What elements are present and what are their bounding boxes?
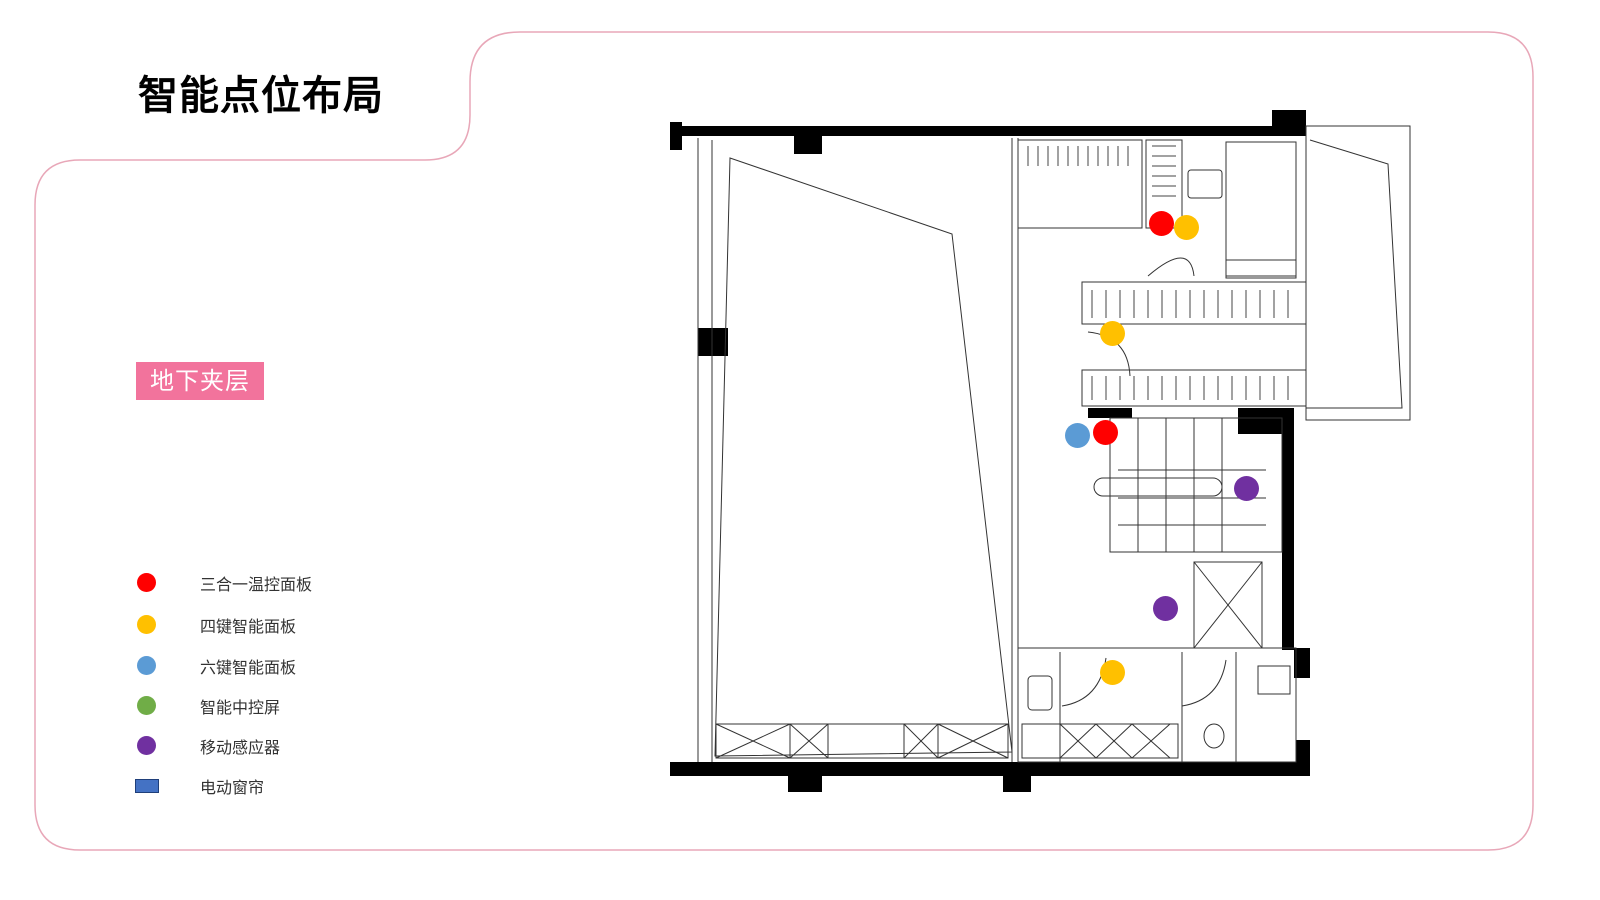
legend-label: 移动感应器: [200, 738, 281, 757]
legend-item: 四键智能面板: [134, 610, 394, 640]
floor-label-badge: 地下夹层: [136, 362, 264, 400]
legend-label: 电动窗帘: [200, 778, 265, 797]
page-title: 智能点位布局: [138, 73, 384, 119]
device-marker: [1233, 475, 1259, 501]
legend-item: 六键智能面板: [134, 651, 394, 681]
device-marker: [1148, 210, 1174, 236]
legend-label: 六键智能面板: [200, 658, 297, 677]
device-marker: [1099, 659, 1125, 685]
device-marker: [1173, 214, 1199, 240]
legend-marker: [137, 736, 156, 755]
legend-label: 三合一温控面板: [200, 575, 313, 594]
floor-plan: [670, 110, 1411, 792]
legend-marker: [137, 573, 156, 592]
legend-item: 电动窗帘: [134, 771, 394, 801]
legend-marker: [137, 615, 156, 634]
device-marker: [1092, 419, 1118, 445]
legend-item: 三合一温控面板: [134, 568, 394, 598]
device-marker: [1064, 422, 1090, 448]
legend-marker: [137, 656, 156, 675]
legend-item: 智能中控屏: [134, 691, 394, 721]
legend-marker: [135, 779, 159, 793]
legend-item: 移动感应器: [134, 731, 394, 761]
plan-closet-hatching: [1027, 145, 1289, 400]
plan-lines: [697, 125, 1411, 763]
legend-label: 智能中控屏: [200, 698, 281, 717]
frame-outline: [34, 31, 1534, 851]
legend-label: 四键智能面板: [200, 617, 297, 636]
device-marker: [1152, 595, 1178, 621]
legend-marker: [137, 696, 156, 715]
plan-walls: [670, 110, 1310, 792]
device-marker: [1099, 320, 1125, 346]
